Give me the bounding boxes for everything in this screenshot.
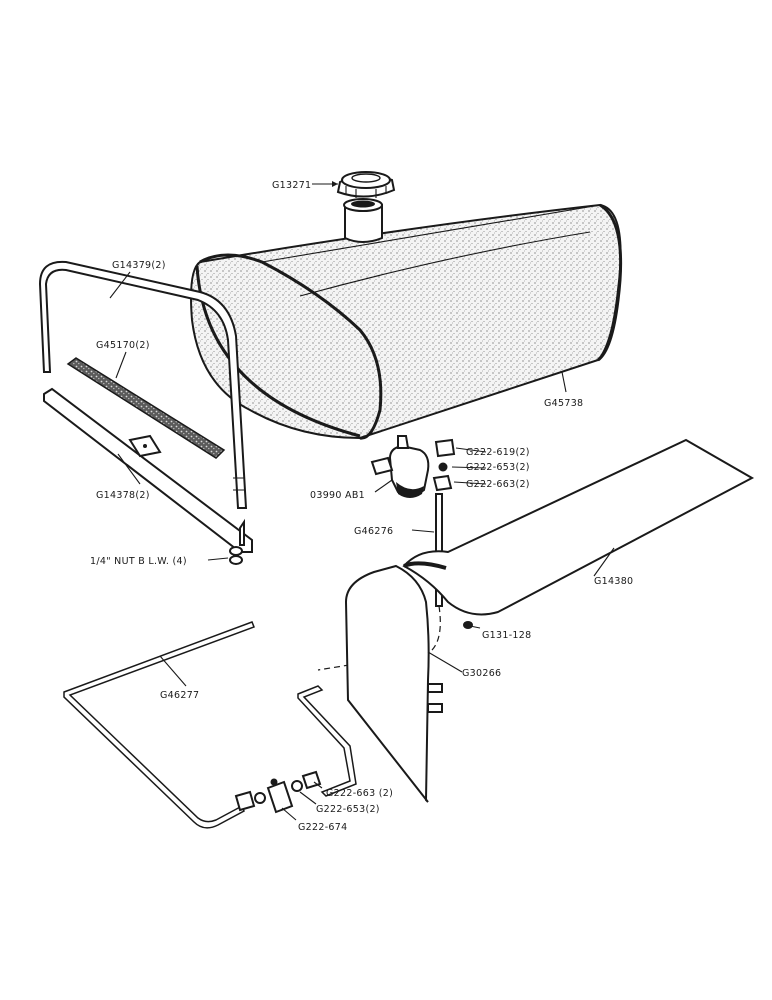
- washer-bottom: [254, 780, 303, 804]
- label-nut-bottom: G222-663 (2): [326, 788, 393, 799]
- label-cap: G13271: [272, 180, 311, 191]
- label-nut: 1/4" NUT B L.W. (4): [90, 556, 187, 567]
- tank-strap: [38, 260, 248, 509]
- nut-lock-washer: [229, 546, 243, 565]
- label-fuel-line-upper: G46276: [354, 526, 393, 537]
- label-tank: G45738: [544, 398, 583, 409]
- label-washer-top: G222-653(2): [466, 462, 530, 473]
- label-nut-top: G222-663(2): [466, 479, 530, 490]
- filler-neck: [343, 198, 383, 243]
- union-bottom: [266, 778, 294, 814]
- label-fitting-top: G222-619(2): [466, 447, 530, 458]
- nut-top: [432, 474, 453, 492]
- label-fuel-line-lower: G46277: [160, 690, 199, 701]
- felt-pad: [66, 357, 226, 459]
- part-labels: G13271 G45738 G14379(2) G45170(2) G14378…: [90, 180, 633, 833]
- label-shield: G14380: [594, 576, 633, 587]
- fitting-top: [434, 438, 456, 458]
- leader-lines: [109, 181, 615, 821]
- shield-panel: [344, 564, 443, 803]
- shutoff-valve: [370, 435, 430, 498]
- tank-bracket: [43, 387, 253, 553]
- fuel-tank: [190, 203, 623, 440]
- label-panel: G30266: [462, 668, 501, 679]
- label-bracket: G14378(2): [96, 490, 150, 501]
- heat-shield: [402, 438, 755, 616]
- label-washer-bottom: G222-653(2): [316, 804, 380, 815]
- label-shutoff-valve: 03990 AB1: [310, 490, 365, 501]
- filler-cap: [336, 171, 396, 198]
- label-bolt: G131-128: [482, 630, 531, 641]
- washer-top: [438, 462, 448, 472]
- fuel-line-lower: [63, 621, 357, 829]
- label-pad: G45170(2): [96, 340, 150, 351]
- nut-bottom: [234, 770, 322, 812]
- label-strap: G14379(2): [112, 260, 166, 271]
- bolt: [463, 621, 473, 629]
- label-union-bottom: G222-674: [298, 822, 347, 833]
